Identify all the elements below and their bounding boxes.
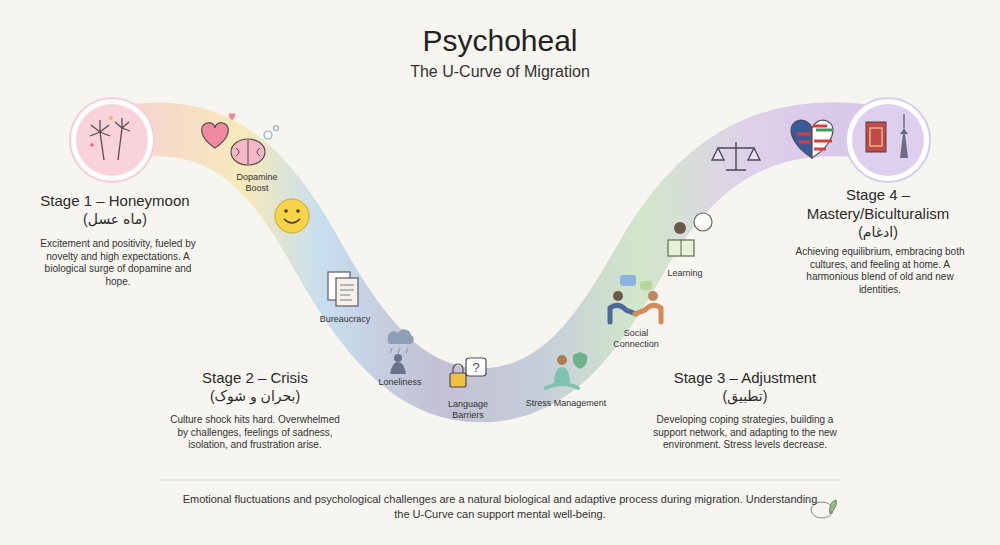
bubble <box>264 131 272 139</box>
lock-shackle <box>453 364 463 373</box>
thought-bubble <box>694 213 712 231</box>
badge-fill <box>76 104 148 176</box>
stripes <box>797 134 811 142</box>
chat-bubble <box>640 281 652 290</box>
stage-heading: Stage 1 – Honeymoon <box>10 192 220 211</box>
brain <box>231 139 265 165</box>
loneliness-icon <box>388 329 414 374</box>
subtitle: The U-Curve of Migration <box>290 62 710 82</box>
u-curve-band <box>112 129 888 395</box>
meditation-icon <box>546 352 587 388</box>
language-barrier-icon: ? <box>450 358 486 387</box>
documents-icon <box>328 272 358 306</box>
scale-pan <box>712 148 760 160</box>
handshake-icon <box>610 275 661 322</box>
icon-label: Bureaucracy <box>305 314 385 325</box>
document <box>336 278 358 306</box>
smile <box>284 219 300 223</box>
eye <box>296 209 300 213</box>
stage-description: Excitement and positivity, fueled by nov… <box>36 238 201 288</box>
icon-label: Loneliness <box>365 377 435 388</box>
person-head <box>648 291 658 301</box>
icon-label: Stress Management <box>521 398 611 409</box>
fireworks-icon <box>90 116 130 160</box>
book-spine <box>681 240 682 256</box>
honeymoon-badge <box>70 98 154 182</box>
badge-ring <box>846 98 930 182</box>
body <box>554 367 570 384</box>
scale-post <box>718 142 754 170</box>
carpet <box>866 122 886 152</box>
logo-leaf <box>830 500 837 514</box>
stripes <box>816 129 832 132</box>
doc-lines <box>340 285 354 300</box>
tower-spire <box>903 114 905 128</box>
learning-icon <box>668 213 712 256</box>
person-body <box>390 362 406 374</box>
badge-fill <box>852 104 924 176</box>
speech-bubble <box>466 358 486 376</box>
stage-heading: Stage 2 – Crisis <box>145 369 365 388</box>
person-head <box>394 354 402 362</box>
person-head <box>674 222 686 234</box>
carpet-pattern <box>870 128 882 146</box>
stage-description: Culture shock hits hard. Overwhelmed by … <box>164 414 346 452</box>
shield <box>573 352 587 369</box>
title: Psychoheal <box>250 22 750 60</box>
stage-heading-fa: (تطبیق) <box>635 388 855 406</box>
spark <box>90 143 94 147</box>
stage-heading-fa: (ادغام) <box>791 224 966 242</box>
stripes <box>813 126 832 149</box>
scales-icon <box>712 142 760 170</box>
brain-folds <box>236 140 260 164</box>
heart-small <box>229 113 236 120</box>
cloud <box>388 329 414 344</box>
book <box>668 240 694 256</box>
stage-heading-fa: (بحران و شوک) <box>145 388 365 406</box>
caption: Emotional fluctuations and psychological… <box>175 492 825 523</box>
icon-label: Learning <box>655 268 715 279</box>
head <box>557 355 567 365</box>
chat-bubble <box>620 275 636 286</box>
mastery-badge <box>846 98 930 182</box>
smiley-face <box>275 199 309 233</box>
person-body <box>610 305 636 322</box>
badge-ring <box>70 98 154 182</box>
heart-icon <box>202 113 236 148</box>
legs <box>546 384 578 388</box>
heart-right <box>812 120 833 158</box>
firework-trail <box>100 128 122 160</box>
smiley-icon <box>275 199 309 233</box>
icon-label: Language Barriers <box>439 399 497 422</box>
icon-label: Social Connection <box>608 328 664 351</box>
divider-line <box>160 480 840 481</box>
stage-heading: Stage 4 – Mastery/Biculturalism <box>791 186 966 224</box>
question-mark: ? <box>472 360 479 375</box>
icon-label: Dopamine Boost <box>227 172 287 195</box>
person-body <box>635 305 661 322</box>
stage-heading-fa: (ماه عسل) <box>10 211 220 229</box>
stage-description: Achieving equilibrium, embracing both cu… <box>789 246 971 296</box>
lock-body <box>450 373 466 387</box>
eye <box>284 209 288 213</box>
stage-description: Developing coping strategies, building a… <box>651 414 839 452</box>
spark <box>109 116 113 120</box>
flags-heart-icon <box>791 120 833 158</box>
brain-icon <box>231 126 279 166</box>
heart <box>202 123 229 148</box>
bubble <box>274 126 279 131</box>
stage-heading: Stage 3 – Adjustment <box>635 369 855 388</box>
rain <box>390 348 408 353</box>
heart-left <box>791 120 812 158</box>
person-head <box>613 291 623 301</box>
tower <box>900 128 908 158</box>
